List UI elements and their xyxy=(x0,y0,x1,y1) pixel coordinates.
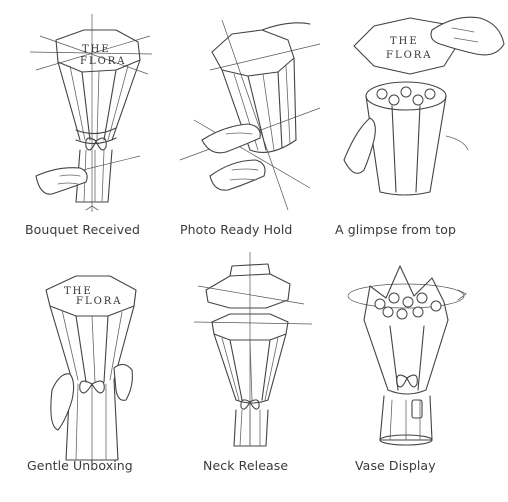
brand-label-top-line: THE xyxy=(82,44,111,55)
vase-display-sketch xyxy=(347,265,467,446)
panel-photo-ready-hold: Photo Ready Hold xyxy=(170,0,340,250)
caption-vase-display: Vase Display xyxy=(355,458,436,473)
caption-gentle-unboxing: Gentle Unboxing xyxy=(27,458,133,473)
box-brand-top-line: THE xyxy=(64,286,93,297)
panel-neck-release: Neck Release xyxy=(170,250,340,502)
neck-release-sketch xyxy=(193,252,313,447)
brand-label-bottom-line: FLORA xyxy=(80,56,127,67)
photo-ready-hold-sketch xyxy=(179,19,321,211)
lid-brand-top-line: THE xyxy=(390,36,419,47)
panel-bouquet-received: THE FLORA Bouquet Received xyxy=(0,0,170,250)
panel-gentle-unboxing: THE FLORA Gentle Unboxing xyxy=(0,250,170,502)
gentle-unboxing-sketch: THE FLORA xyxy=(45,275,137,461)
panel-vase-display: Vase Display xyxy=(340,250,508,502)
caption-glimpse-from-top: A glimpse from top xyxy=(335,222,457,237)
box-brand-bottom-line: FLORA xyxy=(76,296,123,307)
caption-neck-release: Neck Release xyxy=(203,458,289,473)
caption-photo-ready-hold: Photo Ready Hold xyxy=(180,222,293,237)
bouquet-received-sketch: THE FLORA xyxy=(29,14,153,212)
glimpse-from-top-sketch: THE FLORA xyxy=(343,16,505,196)
lid-brand-bottom-line: FLORA xyxy=(386,50,433,61)
panel-glimpse-from-top: THE FLORA A glimpse from top xyxy=(335,0,508,250)
caption-bouquet-received: Bouquet Received xyxy=(25,222,141,237)
